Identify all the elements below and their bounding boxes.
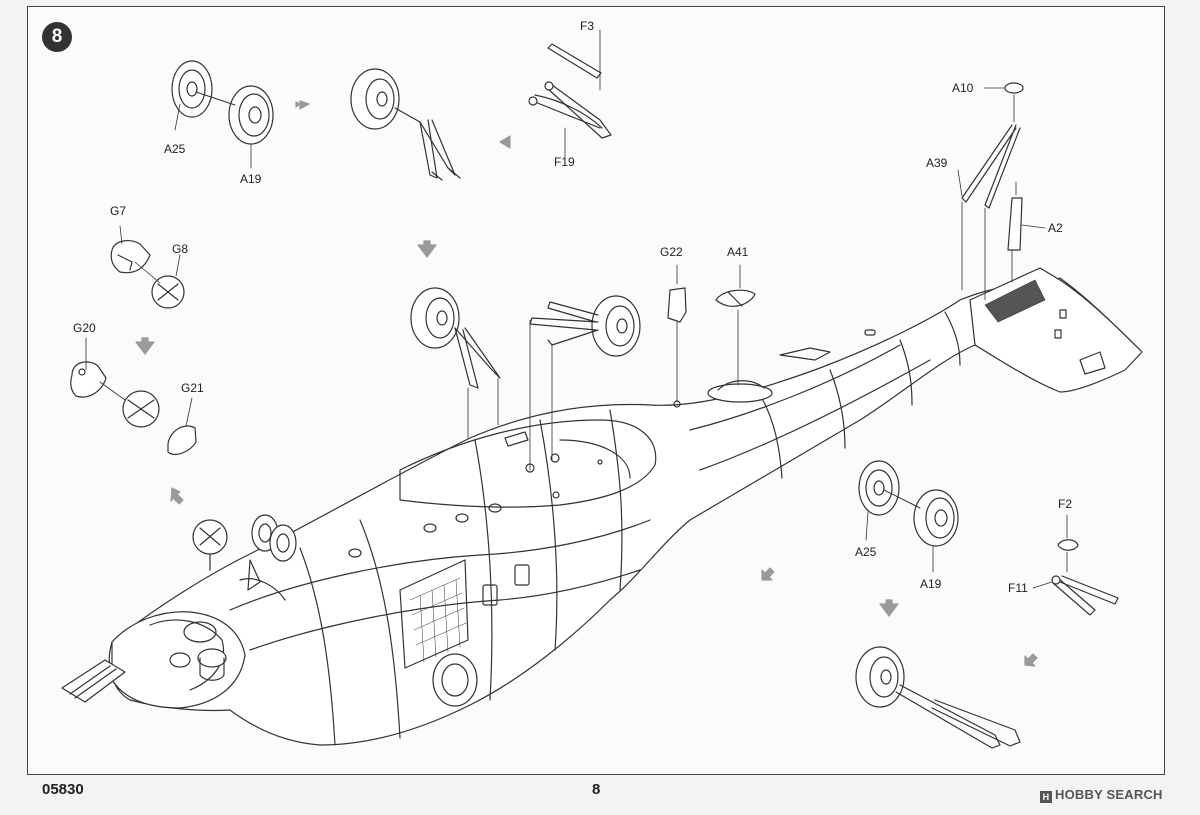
- flow-arrow-2: [499, 135, 511, 149]
- flow-arrow-4: [135, 337, 155, 355]
- flow-arrow-8: [1024, 653, 1038, 667]
- parts-a10-a39-a2: [957, 82, 1046, 301]
- flow-arrow-7: [879, 599, 899, 617]
- watermark-text: HOBBY SEARCH: [1055, 787, 1163, 802]
- label-g20: G20: [73, 321, 96, 335]
- part-g22: [667, 264, 687, 403]
- label-f19: F19: [554, 155, 575, 169]
- part-a41: [715, 264, 756, 386]
- label-a39: A39: [926, 156, 948, 170]
- flow-arrow-3: [417, 240, 437, 258]
- main-gear-left-installed: [410, 287, 501, 439]
- main-gear-assembly-top: [350, 68, 461, 181]
- page-number: 8: [592, 781, 601, 798]
- installed-hub-part: [197, 648, 227, 681]
- installed-nose-gear: [239, 514, 297, 601]
- label-g7: G7: [110, 204, 127, 218]
- logo-icon: H: [1040, 791, 1052, 803]
- label-f3: F3: [580, 19, 595, 33]
- helicopter-fuselage: [61, 267, 1143, 746]
- flow-arrow-1: [299, 100, 310, 110]
- label-a41: A41: [727, 245, 749, 259]
- sensor-parts-g20-g21: [70, 337, 197, 455]
- flow-arrow-5: [170, 487, 184, 505]
- strut-parts-f3-f19: [528, 29, 612, 159]
- step-number-badge: 8: [42, 22, 72, 52]
- main-gear-assembly-bottom: [855, 646, 1021, 749]
- label-a25-top: A25: [164, 142, 186, 156]
- label-a25-right: A25: [855, 545, 877, 559]
- wheel-hub-a25-right: [858, 460, 900, 516]
- label-a19-top: A19: [240, 172, 262, 186]
- label-g22: G22: [660, 245, 683, 259]
- label-a19-right: A19: [920, 577, 942, 591]
- label-a2: A2: [1048, 221, 1063, 235]
- main-gear-right-installed: [529, 295, 641, 471]
- strut-parts-f2-f11: [1032, 514, 1119, 616]
- installed-sensor-ball: [192, 519, 228, 571]
- wheel-hub-a25-top: [171, 60, 213, 118]
- label-a10: A10: [952, 81, 974, 95]
- label-f2: F2: [1058, 497, 1073, 511]
- label-f11: F11: [1008, 581, 1028, 595]
- label-g8: G8: [172, 242, 189, 256]
- flow-arrow-6: [761, 567, 775, 581]
- label-g21: G21: [181, 381, 204, 395]
- wheel-tire-a19-top: [228, 85, 274, 145]
- document-code: 05830: [42, 781, 84, 798]
- wheel-tire-a19-right: [913, 489, 959, 547]
- sensor-parts-g7-g8: [110, 225, 185, 309]
